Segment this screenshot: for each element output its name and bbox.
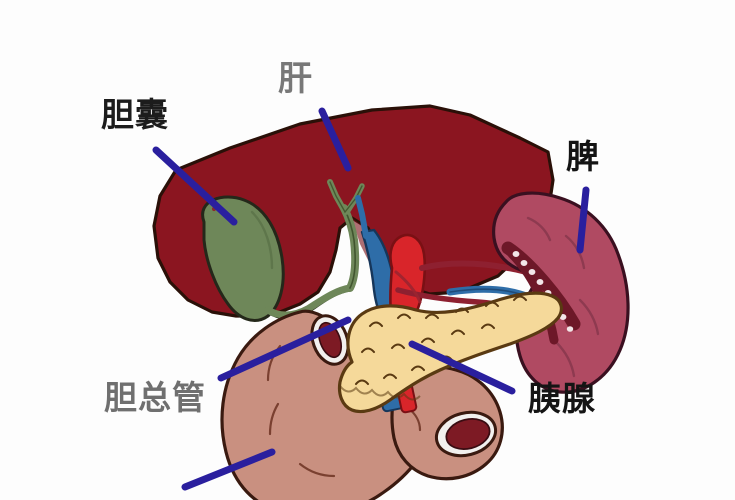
artery-crossing-detail	[394, 270, 422, 304]
label-gallbladder: 胆囊	[101, 95, 169, 134]
pointer-line-duodenum-icon	[181, 448, 276, 491]
pointer-line-liver-icon	[318, 107, 352, 172]
pointer-lines-group	[152, 107, 590, 491]
cystic-duct-fill	[264, 284, 354, 319]
pointer-line-gallbladder-icon	[152, 146, 238, 226]
common-bile-duct-outline	[343, 207, 356, 289]
label-pancreas: 胰腺	[528, 379, 596, 418]
pointer-line-spleen-icon	[576, 186, 590, 254]
pancreas-organ	[337, 291, 563, 414]
duodenum-fold-3	[298, 462, 336, 478]
pancreas-lower-border	[339, 385, 421, 401]
pointer-line-bileduct-icon	[217, 316, 352, 382]
hepatic-duct-branch-outline	[329, 181, 363, 214]
pointer-line-pancreas-icon	[408, 340, 516, 395]
label-common-bile-duct: 胆总管	[104, 378, 206, 417]
label-liver: 肝	[278, 59, 313, 99]
bowel-lumen-cut-end	[445, 418, 491, 450]
duodenum-fold-2	[268, 402, 280, 436]
label-spleen: 脾	[566, 137, 600, 176]
spleen-crease-3	[578, 298, 600, 336]
spleen-crease-4	[554, 340, 576, 378]
portal-vein-upper-branch	[355, 195, 369, 239]
spleen-crease-1	[526, 216, 552, 242]
gallbladder-highlight	[250, 210, 274, 270]
